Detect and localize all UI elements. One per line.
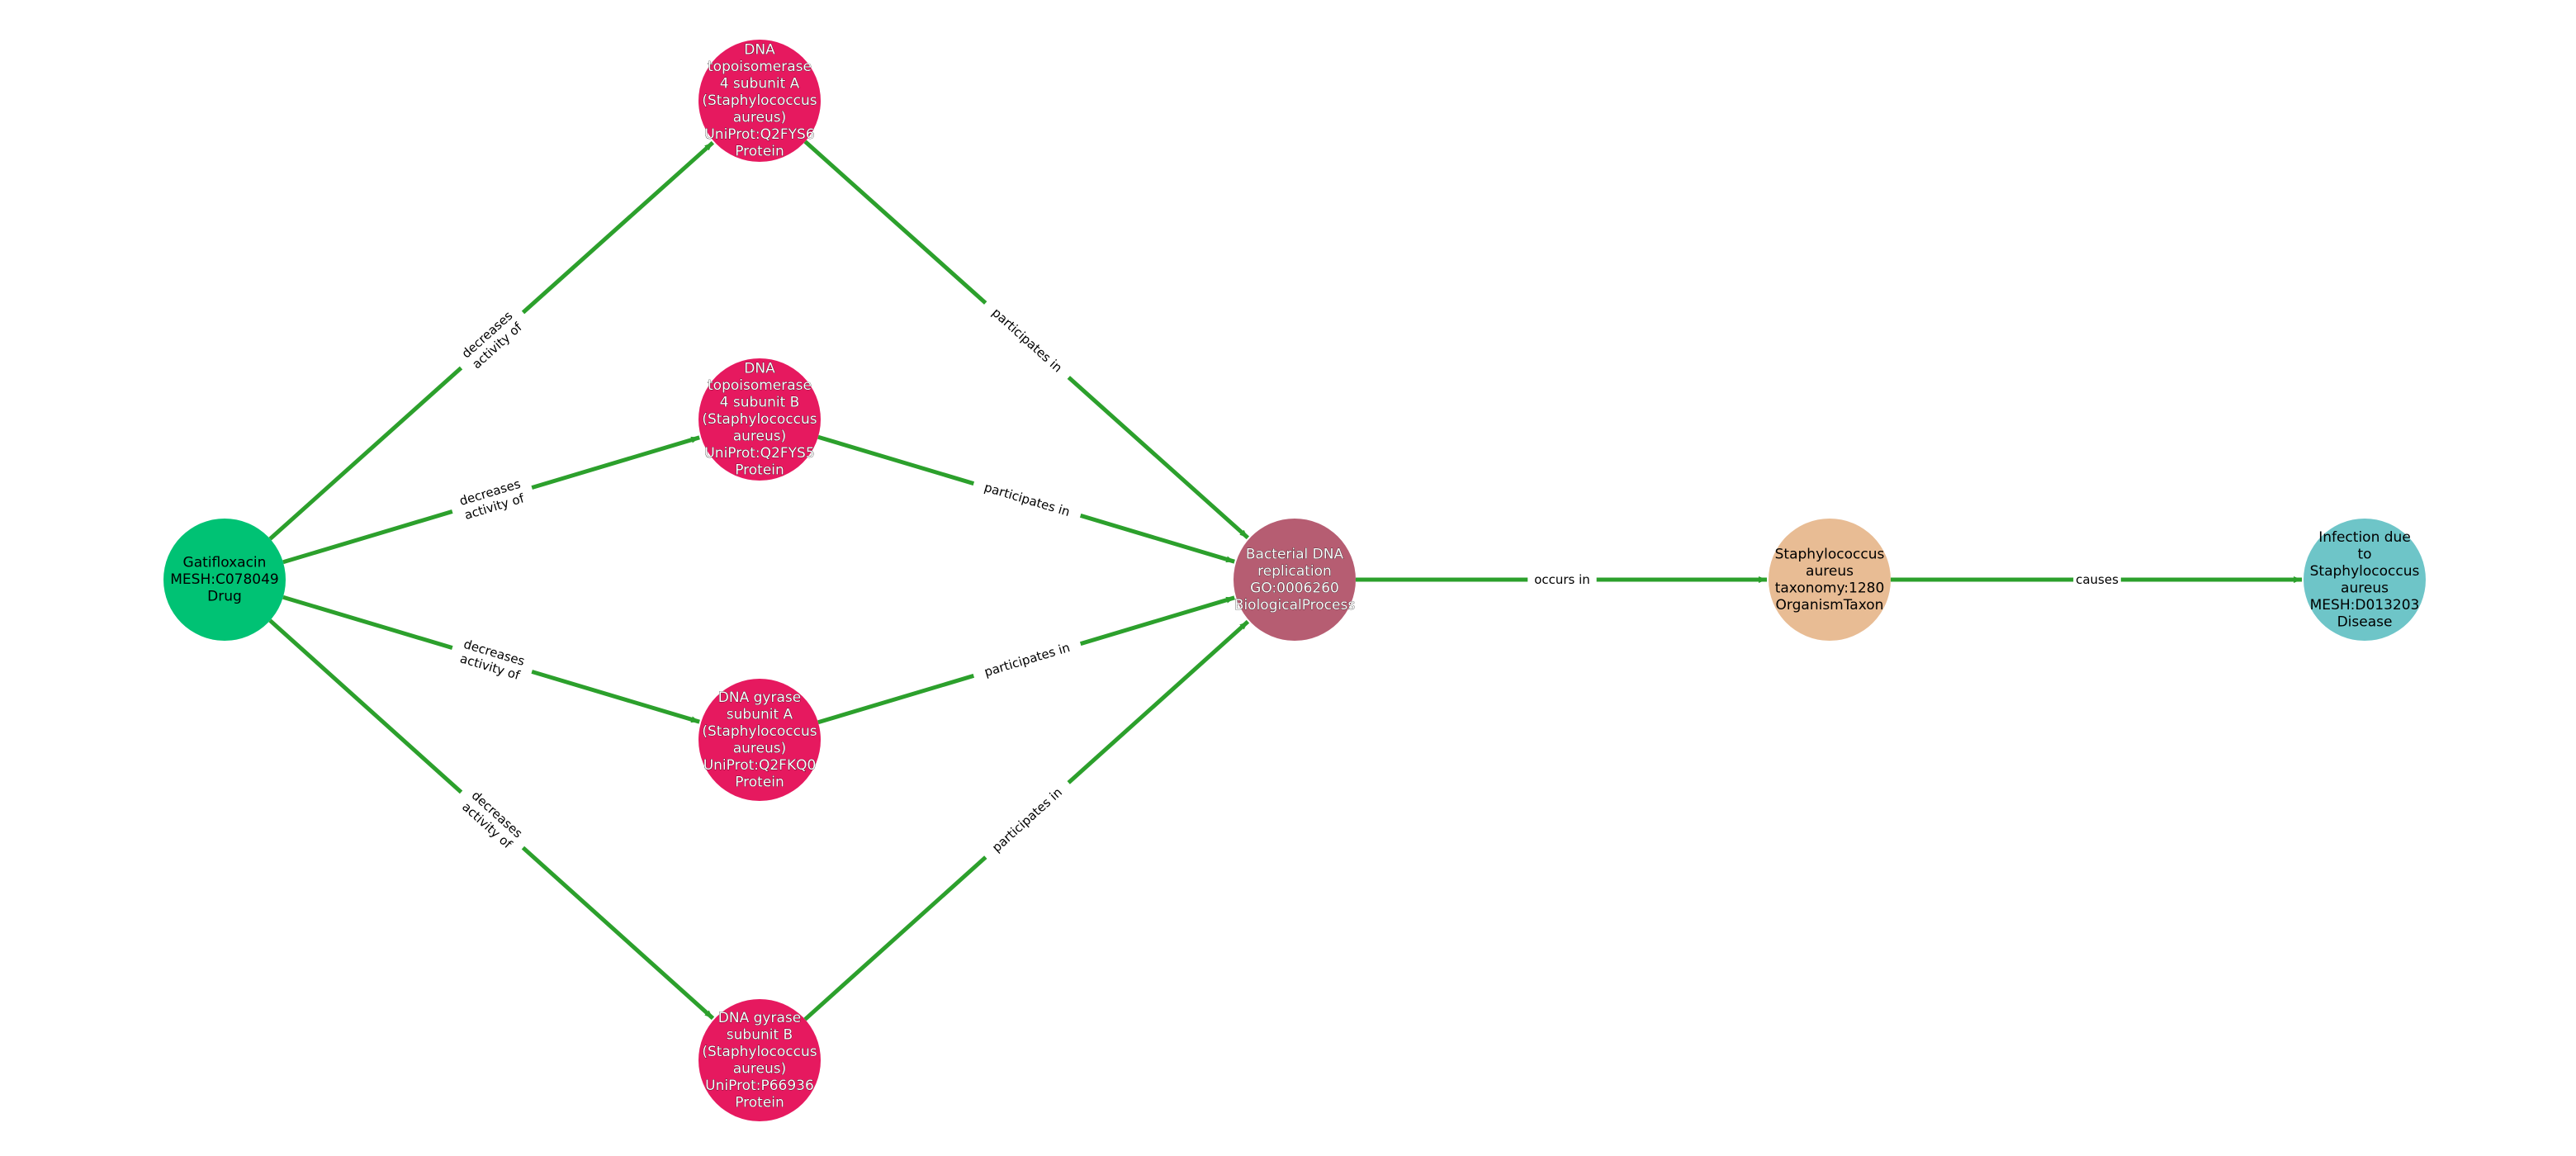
edge-label-line: participates in	[983, 480, 1072, 519]
node-label-line: to	[2357, 546, 2371, 562]
edge-saureus-to-infection: causes	[1891, 571, 2302, 588]
edge-label-background	[447, 472, 537, 527]
edge-label: participates in	[980, 776, 1074, 864]
node-label-line: GO:0006260	[1250, 580, 1339, 596]
edge-label-line: participates in	[983, 640, 1072, 680]
edge-label: participates in	[971, 476, 1083, 524]
node-label-line: Protein	[735, 144, 784, 160]
node-label-line: Staphylococcus	[2310, 563, 2420, 580]
node-label-line: subunit B	[727, 1026, 793, 1043]
edge-label: occurs in	[1527, 571, 1597, 588]
edge-label-background	[447, 632, 537, 687]
edge-label-line: occurs in	[1534, 572, 1590, 587]
node-saureus[interactable]: Staphylococcusaureustaxonomy:1280Organis…	[1769, 519, 1891, 641]
protein-node[interactable]	[698, 358, 821, 481]
node-label-line: BiologicalProcess	[1234, 597, 1356, 614]
node-label-line: UniProt:Q2FYS6	[704, 126, 814, 143]
node-label-line: 4 subunit A	[720, 76, 800, 92]
taxon-node[interactable]	[1769, 519, 1891, 641]
drug-node[interactable]	[163, 519, 286, 641]
edge-label: participates in	[971, 636, 1083, 684]
node-label-line: (Staphylococcus	[702, 92, 817, 109]
edge-topo4a-to-replication: participates in	[803, 140, 1250, 540]
node-infection[interactable]: Infection duetoStaphylococcusaureusMESH:…	[2304, 519, 2426, 641]
node-label-line: UniProt:Q2FYS5	[704, 445, 814, 462]
edge-topo4b-to-replication: participates in	[817, 434, 1235, 564]
node-label-line: aureus	[2341, 580, 2389, 596]
node-label-line: UniProt:Q2FKQ0	[703, 757, 817, 774]
protein-node[interactable]	[698, 679, 821, 801]
protein-node[interactable]	[698, 40, 821, 162]
node-label-line: MESH:D013203	[2310, 597, 2420, 614]
edge-label-background	[2073, 571, 2121, 588]
edge-label-background	[980, 296, 1074, 384]
edge-gyrB-to-replication: participates in	[803, 619, 1250, 1021]
node-label-line: topoisomerase	[708, 377, 812, 394]
protein-node[interactable]	[698, 999, 821, 1121]
node-label-line: Protein	[735, 1094, 784, 1111]
edge-label-line: participates in	[989, 784, 1065, 855]
node-label-line: subunit A	[727, 706, 793, 722]
edge-label-background	[450, 301, 534, 380]
node-label-line: DNA	[744, 361, 775, 377]
node-label-line: Disease	[2337, 614, 2393, 630]
node-label-line: aureus)	[733, 740, 787, 756]
node-label-line: Gatifloxacin	[183, 555, 267, 571]
node-replication[interactable]: Bacterial DNAreplicationGO:0006260Biolog…	[1234, 519, 1356, 641]
node-label-line: (Staphylococcus	[702, 411, 817, 428]
node-label-line: (Staphylococcus	[702, 1044, 817, 1060]
node-label-line: taxonomy:1280	[1775, 580, 1885, 596]
disease-node[interactable]	[2304, 519, 2426, 641]
node-label-line: OrganismTaxon	[1776, 597, 1884, 614]
node-label-line: MESH:C078049	[170, 571, 278, 588]
process-node[interactable]	[1234, 519, 1356, 641]
edge-gyrA-to-replication: participates in	[817, 595, 1235, 725]
nodes-layer: GatifloxacinMESH:C078049DrugDNAtopoisome…	[163, 40, 2426, 1121]
node-label-line: aureus)	[733, 1060, 787, 1077]
node-label-line: (Staphylococcus	[702, 723, 817, 740]
node-label-line: Staphylococcus	[1775, 546, 1885, 562]
node-label-line: aureus)	[733, 429, 787, 445]
node-label-line: replication	[1257, 563, 1332, 580]
node-label-line: Infection due	[2318, 529, 2411, 546]
edge-label-background	[971, 476, 1083, 524]
node-label-line: DNA gyrase	[718, 1010, 801, 1026]
edge-label-line: causes	[2076, 572, 2119, 587]
edge-label-background	[450, 780, 534, 860]
edge-replication-to-saureus: occurs in	[1356, 571, 1767, 588]
edge-label-line: participates in	[989, 305, 1065, 375]
edge-label-background	[980, 776, 1074, 864]
node-label-line: Bacterial DNA	[1246, 546, 1344, 562]
node-label-line: aureus)	[733, 110, 787, 126]
edge-label-background	[1527, 571, 1597, 588]
edge-label: causes	[2073, 571, 2121, 588]
node-label-line: DNA gyrase	[718, 689, 801, 706]
node-label-line: 4 subunit B	[720, 395, 800, 411]
node-label-line: Drug	[207, 589, 242, 605]
node-label-line: Protein	[735, 774, 784, 790]
node-label-line: UniProt:P66936	[705, 1078, 814, 1094]
edge-label: participates in	[980, 296, 1074, 384]
node-label-line: DNA	[744, 42, 775, 59]
node-label-line: Protein	[735, 462, 784, 479]
node-label-line: aureus	[1806, 563, 1854, 580]
edge-label-background	[971, 636, 1083, 684]
node-label-line: topoisomerase	[708, 59, 812, 75]
